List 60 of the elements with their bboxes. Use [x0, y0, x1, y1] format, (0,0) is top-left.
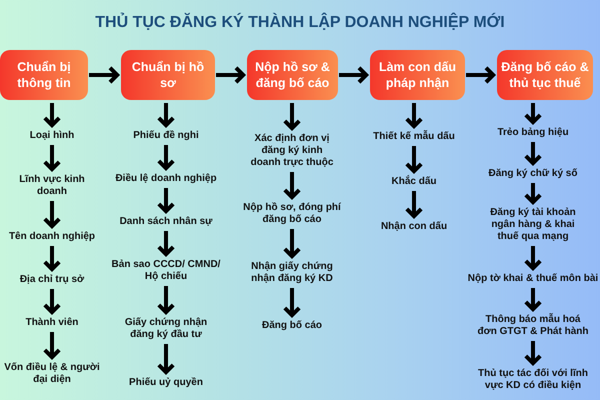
arrow	[42, 145, 62, 172]
step-card: Đăng bố cáo & thủ tục thuế	[497, 50, 593, 100]
arrow	[404, 191, 424, 218]
substep-label: Xác định đơn vị đăng ký kinh doanh trực thuộc	[250, 133, 334, 169]
arrow	[42, 246, 62, 272]
arrow	[404, 103, 424, 128]
substep-label: Thiết kế mẫu dấu	[372, 131, 456, 143]
substep-label: Khắc dấu	[390, 176, 438, 188]
substep-label: Loại hình	[28, 130, 76, 142]
arrow	[42, 201, 62, 228]
substep-label: Đăng ký tài khoản ngân hàng & khai thuế qua mạng	[489, 207, 577, 243]
arrow	[282, 172, 302, 200]
substep-label: Bản sao CCCD/ CMND/ Hộ chiếu	[110, 259, 222, 283]
step-card: Chuẩn bị thông tin	[0, 50, 88, 100]
substep-label: Phiếu đề nghi	[132, 130, 200, 142]
substep-label: Danh sách nhân sự	[118, 216, 214, 228]
substep-label: Thông báo mẫu hoá đơn GTGT & Phát hành	[476, 314, 590, 338]
arrow	[156, 344, 176, 374]
arrow	[524, 103, 542, 124]
arrow	[524, 183, 542, 204]
arrow	[466, 66, 496, 84]
arrow	[156, 286, 176, 314]
step-card: Làm con dấu pháp nhận	[370, 50, 465, 100]
arrow	[89, 66, 120, 84]
arrow	[282, 103, 302, 130]
arrow	[42, 289, 62, 314]
arrow	[404, 146, 424, 174]
step-card: Chuẩn bị hồ sơ	[121, 50, 215, 100]
arrow	[524, 341, 542, 366]
substep-label: Thành viên	[24, 317, 80, 329]
substep-label: Tên doanh nghiệp	[8, 231, 96, 243]
substep-label: Trẻo bảng hiệu	[496, 127, 570, 139]
substep-label: Nộp hồ sơ, đóng phí đăng bố cáo	[242, 202, 342, 226]
substep-label: Nhận con dấu	[380, 221, 448, 233]
arrow	[282, 229, 302, 258]
arrow	[339, 66, 368, 84]
arrow	[42, 103, 62, 128]
substep-label: Lĩnh vực kinh doanh	[18, 174, 86, 198]
arrow	[216, 66, 246, 84]
substep-label: Phiếu uỷ quyền	[128, 377, 204, 389]
substep-label: Thủ tục tác đối với lĩnh vực KD có điều kiện	[477, 368, 589, 392]
arrow	[156, 103, 176, 128]
substep-label: Điều lệ doanh nghiệp	[114, 173, 218, 185]
substep-label: Nhận giấy chứng nhận đăng ký KD	[250, 261, 334, 285]
substep-label: Nộp tờ khai & thuế môn bài	[466, 273, 600, 285]
substep-label: Đăng ký chữ ký số	[488, 168, 578, 180]
step-card: Nộp hồ sơ & đăng bố cáo	[247, 50, 338, 100]
arrow	[524, 142, 542, 166]
title: THỦ TỤC ĐĂNG KÝ THÀNH LẬP DOANH NGHIỆP MỚI	[95, 13, 505, 32]
substep-label: Địa chỉ trụ sở	[18, 274, 86, 286]
arrow	[524, 288, 542, 312]
arrow	[156, 145, 176, 170]
arrow	[282, 288, 302, 318]
arrow	[156, 231, 176, 256]
arrow	[524, 246, 542, 270]
substep-label: Giấy chứng nhận đăng ký đầu tư	[124, 317, 208, 341]
arrow	[42, 332, 62, 360]
arrow	[156, 188, 176, 214]
substep-label: Vốn điều lệ & người đại diện	[3, 362, 101, 386]
substep-label: Đăng bố cáo	[260, 320, 324, 332]
